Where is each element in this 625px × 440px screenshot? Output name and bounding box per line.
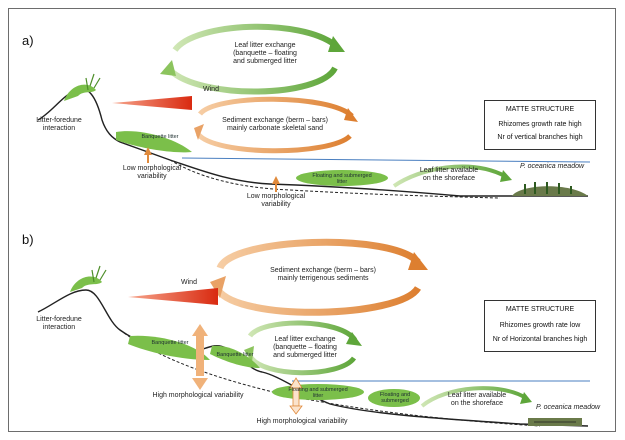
b-matte-line1: Rhizomes growth rate low: [499, 322, 581, 329]
a-sediment-exchange-label: Sediment exchange (berm – bars) mainly c…: [222, 117, 328, 132]
a-floating-litter-label: Floating and submerged litter: [312, 173, 372, 185]
panel-b-label: b): [22, 232, 34, 247]
a-matte-structure-box: MATTE STRUCTURE Rhizomes growth rate hig…: [484, 100, 596, 150]
figure-frame: [8, 8, 616, 432]
a-wind-label: Wind: [203, 86, 219, 93]
b-sediment-exchange-cycle: [210, 238, 428, 316]
b-litter-foredune-label: Litter-foredune interaction: [36, 316, 82, 331]
a-beach-profile: [37, 73, 591, 199]
b-sediment-exchange-label: Sediment exchange (berm – bars) mainly t…: [270, 267, 376, 282]
b-floating-litter-2: Floating and submerged: [379, 392, 411, 404]
a-matte-title: MATTE STRUCTURE: [505, 106, 575, 113]
b-leaf-exchange-cycle: [244, 320, 362, 376]
b-leaf-exchange-label: Leaf litter exchange (banquette – floati…: [273, 336, 337, 359]
b-banquette-2: Banquette litter: [216, 352, 254, 358]
a-leaf-exchange-cycle: [160, 23, 345, 95]
a-meadow-label: P. oceanica meadow: [519, 163, 585, 170]
b-floating-litter-1: Floating and submerged litter: [288, 387, 348, 399]
b-wind-label: Wind: [181, 279, 197, 286]
a-banquette-label: Banquette litter: [141, 134, 179, 140]
b-high-variability-1: High morphological variability: [152, 392, 244, 399]
a-low-variability-2: Low morphological variability: [246, 193, 306, 208]
a-leaf-exchange-label: Leaf litter exchange (banquette – floati…: [233, 42, 297, 65]
b-matte-structure-box: MATTE STRUCTURE Rhizomes growth rate low…: [484, 300, 596, 352]
b-beach-profile: [37, 265, 590, 427]
a-leaf-available-label: Leaf litter available on the shoreface: [419, 167, 479, 182]
b-leaf-available-label: Leaf litter available on the shoreface: [447, 392, 507, 407]
b-matte-line2: Nr of Horizontal branches high: [492, 336, 588, 343]
a-wind-wedge: [112, 96, 192, 110]
b-wind-wedge: [128, 288, 218, 305]
panel-a-label: a): [22, 33, 34, 48]
b-meadow-label: P. oceanica meadow: [535, 404, 601, 411]
a-matte-line1: Rhizomes growth rate high: [498, 121, 582, 128]
b-banquette-1: Banquette litter: [151, 340, 189, 346]
a-matte-line2: Nr of vertical branches high: [497, 134, 583, 141]
b-matte-title: MATTE STRUCTURE: [505, 306, 575, 313]
a-litter-foredune-label: Litter-foredune interaction: [36, 117, 82, 132]
a-low-variability-1: Low morphological variability: [122, 165, 182, 180]
a-sediment-exchange-cycle: [194, 96, 358, 154]
b-high-variability-2: High morphological variability: [256, 418, 348, 425]
